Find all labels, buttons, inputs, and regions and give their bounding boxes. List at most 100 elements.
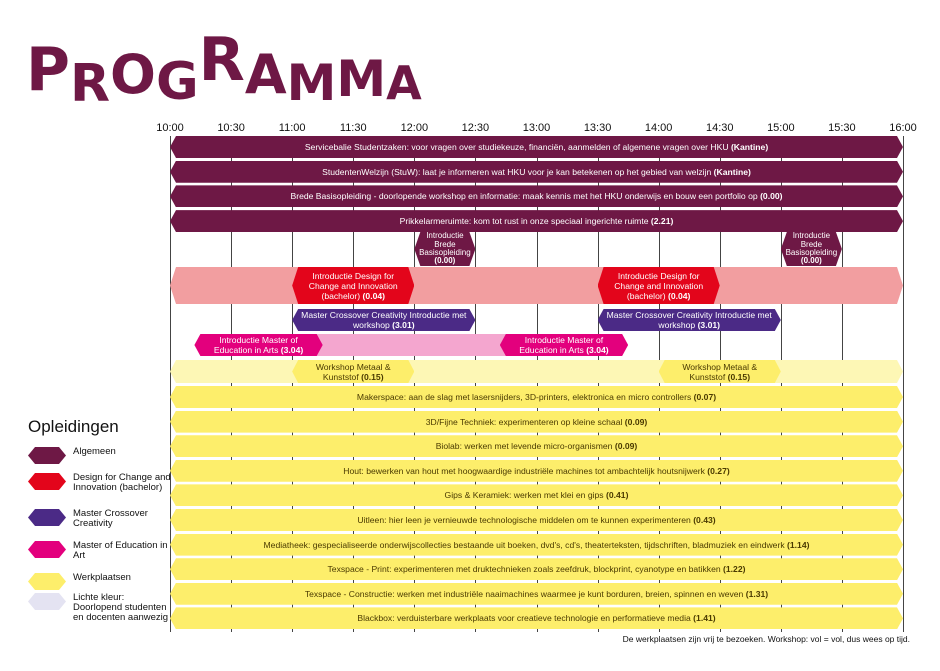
crossover-session-location: (3.01) <box>697 320 721 330</box>
werkplaats-row-text: Makerspace: aan de slag met lasersnijder… <box>357 392 716 402</box>
education-session-text: Introductie Master of Education in Arts … <box>500 335 628 355</box>
metaal-session-text: Workshop Metaal & Kunststof (0.15) <box>292 362 414 382</box>
crossover-session: Master Crossover Creativity Introductie … <box>292 309 475 331</box>
footer-note: De werkplaatsen zijn vrij te bezoeken. W… <box>622 634 910 644</box>
grid-line <box>536 136 538 632</box>
education-session-label: Introductie Master of Education in Arts <box>519 335 604 355</box>
crossover-session-label: Master Crossover Creativity Introductie … <box>606 310 772 330</box>
werkplaats-row: 3D/Fijne Techniek: experimenteren op kle… <box>170 411 903 433</box>
crossover-session-label: Master Crossover Creativity Introductie … <box>301 310 467 330</box>
algemeen-row-text: Servicebalie Studentzaken: voor vragen o… <box>305 142 768 152</box>
algemeen-row-label: Brede Basisopleiding - doorlopende works… <box>290 191 761 202</box>
brede-session-location: (0.00) <box>800 256 822 266</box>
legend-item: Lichte kleur: Doorlopend studenten en do… <box>28 593 173 623</box>
werkplaats-row-location: (0.27) <box>707 465 730 476</box>
werkplaats-row: Biolab: werken met levende micro-organis… <box>170 435 903 457</box>
time-label: 10:30 <box>217 122 245 134</box>
metaal-session-label: Workshop Metaal & Kunststof <box>315 361 391 382</box>
grid-line <box>414 136 416 632</box>
education-session-text: Introductie Master of Education in Arts … <box>194 335 322 355</box>
title-letter: P <box>26 35 70 105</box>
werkplaats-row-text: Blackbox: verduisterbare werkplaats voor… <box>357 613 715 623</box>
time-label: 15:00 <box>767 122 795 134</box>
legend-title: Opleidingen <box>28 417 119 436</box>
werkplaats-row-location: (0.07) <box>693 392 717 402</box>
design-session: Introductie Design for Change and Innova… <box>292 267 414 304</box>
algemeen-row-location: (0.00) <box>760 191 783 202</box>
werkplaats-row: Uitleen: hier leen je vernieuwde technol… <box>170 509 903 531</box>
time-label: 15:30 <box>828 122 856 134</box>
time-label: 13:30 <box>583 122 612 134</box>
werkplaats-row-label: Hout: bewerken van hout met hoogwaardige… <box>343 465 708 476</box>
metaal-session-location: (0.15) <box>361 371 384 382</box>
werkplaats-row-text: Texspace - Print: experimenteren met dru… <box>328 564 746 574</box>
title-letter: A <box>386 56 422 110</box>
grid-line <box>353 136 355 632</box>
metaal-session-text: Workshop Metaal & Kunststof (0.15) <box>659 362 781 382</box>
werkplaats-row-label: Biolab: werken met levende micro-organis… <box>435 441 615 452</box>
legend-label: Master Crossover Creativity <box>73 508 148 529</box>
brede-session: Introductie Brede Basisopleiding (0.00) <box>781 232 842 266</box>
design-session-label: Introductie Design for Change and Innova… <box>614 270 704 301</box>
grid-line <box>292 136 294 632</box>
crossover-session: Master Crossover Creativity Introductie … <box>598 309 781 331</box>
time-label: 12:00 <box>400 122 429 134</box>
algemeen-row-text: Prikkelarmeruimte: kom tot rust in onze … <box>400 216 674 226</box>
grid-line <box>231 136 233 632</box>
crossover-session-text: Master Crossover Creativity Introductie … <box>598 310 781 330</box>
title-letter: G <box>155 52 199 112</box>
werkplaats-row-location: (0.43) <box>693 515 716 525</box>
time-label: 14:30 <box>705 122 734 134</box>
grid-line <box>719 136 721 632</box>
legend-swatch <box>28 541 66 558</box>
legend-label: Werkplaatsen <box>73 572 131 583</box>
design-continuous-band <box>170 267 903 304</box>
legend-item: Design for Change and Innovation (bachel… <box>28 473 173 493</box>
grid-line <box>658 136 660 632</box>
time-label: 13:00 <box>522 122 551 134</box>
metaal-continuous-band <box>170 360 903 383</box>
legend-label: Master of Education in Art <box>73 540 168 561</box>
crossover-session-text: Master Crossover Creativity Introductie … <box>292 310 475 330</box>
legend-swatch <box>28 509 66 526</box>
algemeen-row-location: (2.21) <box>650 216 674 227</box>
werkplaats-row-text: Gips & Keramiek: werken met klei en gips… <box>445 490 629 500</box>
algemeen-row: Prikkelarmeruimte: kom tot rust in onze … <box>170 210 903 232</box>
grid-line <box>780 136 782 632</box>
algemeen-row-location: (Kantine) <box>730 142 769 152</box>
design-session: Introductie Design for Change and Innova… <box>598 267 720 304</box>
metaal-session: Workshop Metaal & Kunststof (0.15) <box>292 360 414 383</box>
werkplaats-row-label: Blackbox: verduisterbare werkplaats voor… <box>357 613 694 624</box>
time-label: 12:30 <box>461 122 490 134</box>
werkplaats-row-text: Uitleen: hier leen je vernieuwde technol… <box>357 515 715 525</box>
design-session-label: Introductie Design for Change and Innova… <box>308 270 398 301</box>
werkplaats-row: Blackbox: verduisterbare werkplaats voor… <box>170 607 903 629</box>
werkplaats-row: Makerspace: aan de slag met lasersnijder… <box>170 386 903 408</box>
time-label: 10:00 <box>156 122 184 134</box>
legend-label: Algemeen <box>73 446 116 457</box>
werkplaats-row-text: Hout: bewerken van hout met hoogwaardige… <box>343 466 729 476</box>
algemeen-row-label: Prikkelarmeruimte: kom tot rust in onze … <box>399 216 651 227</box>
title-letter: R <box>198 25 245 95</box>
algemeen-row-location: (Kantine) <box>713 166 751 177</box>
werkplaats-row-label: Makerspace: aan de slag met lasersnijder… <box>356 392 694 402</box>
title-letter: A <box>244 43 287 106</box>
legend-swatch <box>28 473 66 490</box>
algemeen-row: Brede Basisopleiding - doorlopende works… <box>170 185 903 207</box>
metaal-session: Workshop Metaal & Kunststof (0.15) <box>659 360 781 383</box>
education-session: Introductie Master of Education in Arts … <box>194 334 322 356</box>
metaal-session-location: (0.15) <box>727 371 751 382</box>
algemeen-row-text: StudentenWelzijn (StuW): laat je informe… <box>322 167 751 177</box>
werkplaats-row-location: (0.41) <box>605 490 629 501</box>
time-label: 11:30 <box>339 122 367 134</box>
algemeen-row-label: Servicebalie Studentzaken: voor vragen o… <box>304 142 731 152</box>
design-session-location: (0.04) <box>362 290 385 301</box>
title-letter: M <box>336 50 387 108</box>
algemeen-row-text: Brede Basisopleiding - doorlopende works… <box>290 191 782 201</box>
grid-line <box>475 136 477 632</box>
education-session-location: (3.04) <box>586 345 609 355</box>
werkplaats-row: Texspace - Constructie: werken met indus… <box>170 583 903 605</box>
design-session-text: Introductie Design for Change and Innova… <box>292 271 414 301</box>
werkplaats-row-label: 3D/Fijne Techniek: experimenteren op kle… <box>425 416 625 427</box>
